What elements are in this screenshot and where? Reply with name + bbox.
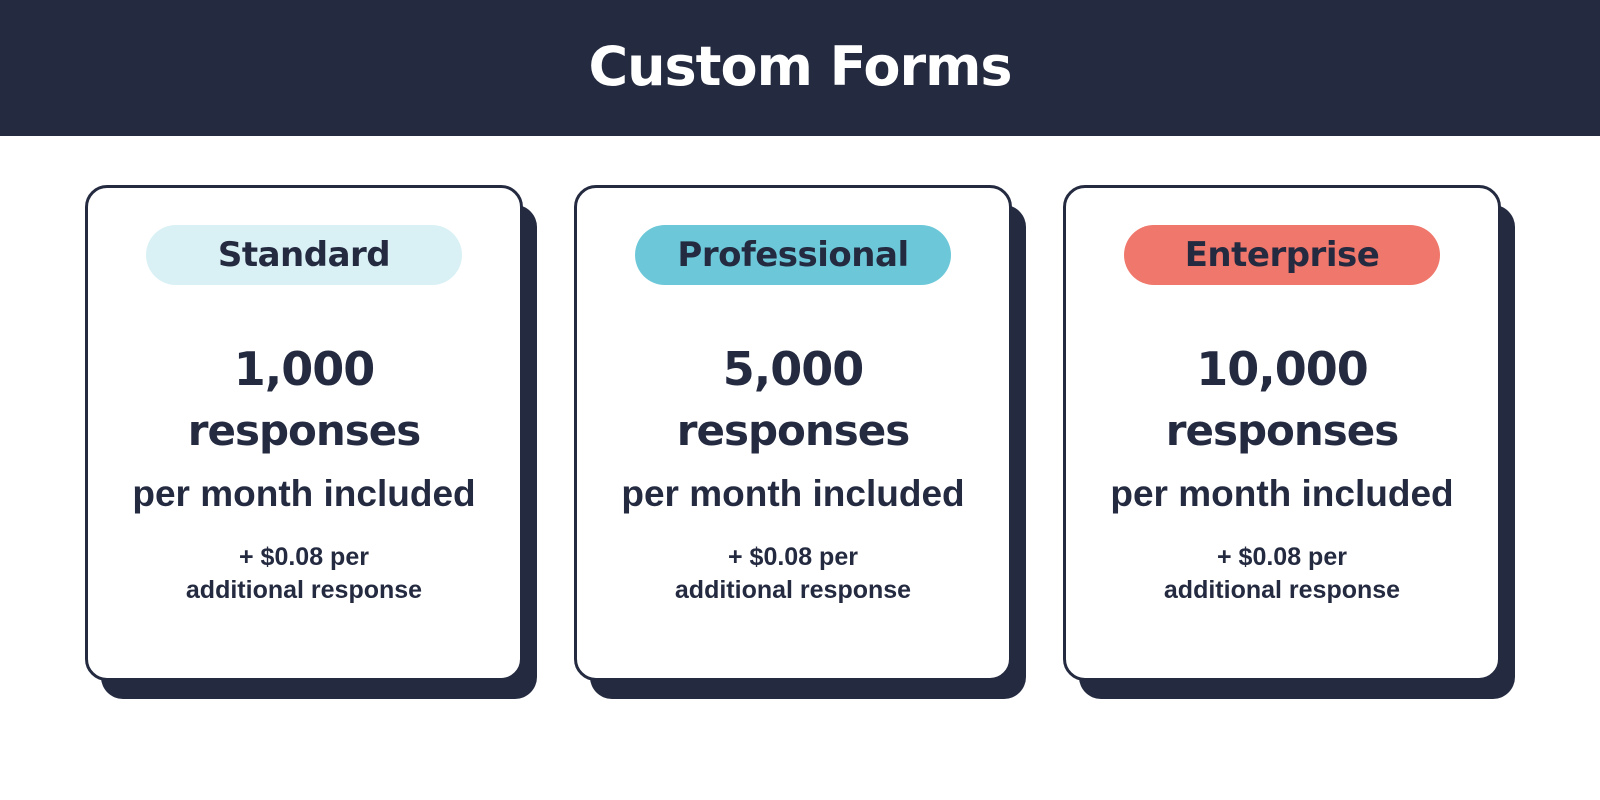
plan-period: per month included <box>621 473 965 514</box>
overage-label: additional response <box>674 576 912 604</box>
plan-badge-enterprise: Enterprise <box>1124 225 1440 285</box>
card-body: Standard 1,000 responses per month inclu… <box>85 185 523 681</box>
plan-quantity: 10,000 <box>1196 342 1369 396</box>
plan-unit: responses <box>187 406 421 455</box>
overage-price: + $0.08 per <box>1217 543 1347 571</box>
overage-label: additional response <box>185 576 423 604</box>
card-body: Professional 5,000 responses per month i… <box>574 185 1012 681</box>
plan-unit: responses <box>676 406 910 455</box>
page-header: Custom Forms <box>0 0 1600 136</box>
plan-quantity: 1,000 <box>233 342 376 396</box>
plan-period: per month included <box>132 473 476 514</box>
page-title: Custom Forms <box>588 34 1012 98</box>
overage-price: + $0.08 per <box>239 543 369 571</box>
plan-overage: + $0.08 per additional response <box>186 541 422 607</box>
plan-period: per month included <box>1110 473 1454 514</box>
plan-overage: + $0.08 per additional response <box>675 541 911 607</box>
card-body: Enterprise 10,000 responses per month in… <box>1063 185 1501 681</box>
plan-card-standard: Standard 1,000 responses per month inclu… <box>85 185 537 699</box>
plan-card-enterprise: Enterprise 10,000 responses per month in… <box>1063 185 1515 699</box>
overage-price: + $0.08 per <box>728 543 858 571</box>
overage-label: additional response <box>1163 576 1401 604</box>
plan-unit: responses <box>1165 406 1399 455</box>
plan-badge-standard: Standard <box>146 225 462 285</box>
plan-overage: + $0.08 per additional response <box>1164 541 1400 607</box>
plan-card-professional: Professional 5,000 responses per month i… <box>574 185 1026 699</box>
plan-badge-professional: Professional <box>635 225 951 285</box>
plan-quantity: 5,000 <box>722 342 865 396</box>
